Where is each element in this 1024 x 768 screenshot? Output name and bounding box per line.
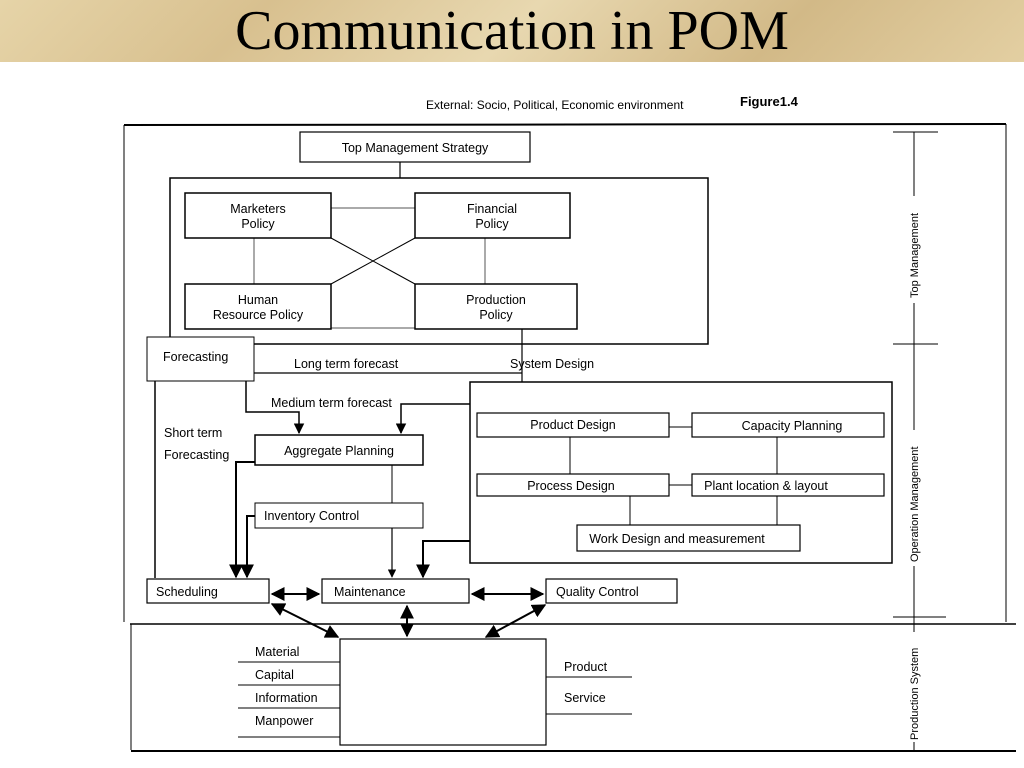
work-design-label: Work Design and measurement (589, 532, 765, 546)
inventory-control-box (254, 502, 424, 529)
system-design-connectors (569, 426, 778, 525)
forecasting-label: Forecasting (163, 350, 228, 364)
financial-policy-line2: Policy (475, 217, 509, 231)
product-design-box (476, 412, 670, 438)
policy-container (169, 177, 709, 345)
inventory-control-label: Inventory Control (264, 509, 359, 523)
operation-management-label: Operation Management (909, 446, 921, 562)
input-information: Information (255, 691, 318, 705)
maintenance-label: Maintenance (334, 585, 406, 599)
quality-control-label: Quality Control (556, 585, 639, 599)
scheduling-label: Scheduling (156, 585, 218, 599)
marketers-policy-box (184, 192, 332, 239)
plant-location-box (691, 473, 885, 497)
maintenance-box (321, 578, 470, 604)
financial-policy-line1: Financial (467, 202, 517, 216)
production-policy-box (414, 283, 578, 330)
production-system-box (339, 638, 547, 746)
process-design-box (476, 473, 670, 497)
production-policy-line1: Production (466, 293, 526, 307)
hr-policy-line1: Human (238, 293, 278, 307)
product-design-label: Product Design (530, 418, 616, 432)
hr-policy-box (184, 283, 332, 330)
figure-label: Figure1.4 (740, 94, 799, 109)
production-policy-line2: Policy (479, 308, 513, 322)
marketers-policy-line1: Marketers (230, 202, 286, 216)
output-product: Product (564, 660, 608, 674)
input-material: Material (255, 645, 299, 659)
system-design-label: System Design (510, 357, 594, 371)
slide-title: Communication in POM (235, 0, 789, 62)
forecasting-box (146, 336, 255, 382)
plant-location-label: Plant location & layout (704, 479, 828, 493)
hr-policy-line2: Resource Policy (213, 308, 304, 322)
aggregate-planning-label: Aggregate Planning (284, 444, 394, 458)
capacity-planning-label: Capacity Planning (742, 419, 843, 433)
short-term-label-line1: Short term (164, 426, 222, 440)
output-lines (546, 676, 632, 715)
medium-term-connectors (245, 381, 470, 435)
input-lines (238, 661, 340, 738)
title-band (0, 0, 1024, 62)
top-management-label: Top Management (909, 213, 921, 298)
short-term-label-line2: Forecasting (164, 448, 229, 462)
capacity-planning-box (691, 412, 885, 438)
medium-term-forecast-label: Medium term forecast (271, 396, 392, 410)
scheduling-connectors (229, 461, 470, 579)
external-label: External: Socio, Political, Economic env… (426, 98, 684, 112)
bottom-row-arrows (270, 587, 547, 638)
input-capital: Capital (255, 668, 294, 682)
input-manpower: Manpower (255, 714, 313, 728)
process-design-label: Process Design (527, 479, 615, 493)
marketers-policy-line2: Policy (241, 217, 275, 231)
scheduling-box (146, 578, 270, 604)
quality-control-box (545, 578, 678, 604)
long-term-forecast-label: Long term forecast (294, 357, 399, 371)
output-service: Service (564, 691, 606, 705)
system-design-container (469, 381, 893, 564)
top-management-strategy-box (299, 131, 531, 163)
aggregate-planning-box (254, 434, 424, 466)
production-system-label: Production System (909, 648, 921, 740)
work-design-box (576, 524, 801, 552)
top-management-strategy-label: Top Management Strategy (342, 141, 489, 155)
financial-policy-box (414, 192, 571, 239)
policy-connectors (253, 207, 486, 329)
side-scale (893, 131, 946, 751)
